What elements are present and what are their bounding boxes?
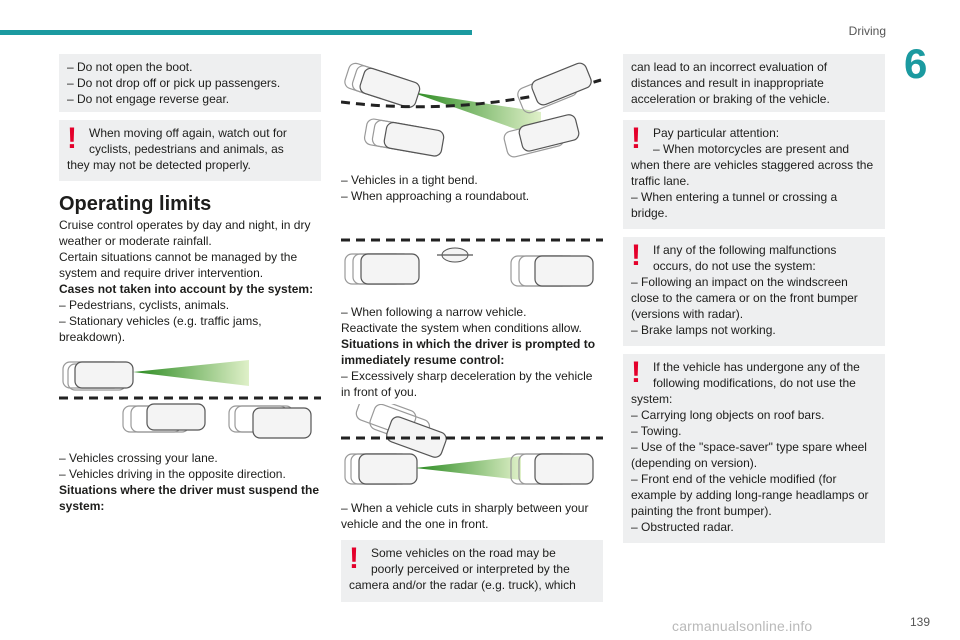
chapter-number: 6 [904,40,928,87]
intro-paragraph: Cruise control operates by day and night… [59,217,321,345]
warning-text: cyclists, pedestrians and animals, as [89,142,284,156]
warning-text: – Use of the "space-saver" type spare wh… [631,440,867,454]
warning-text: system: [631,392,673,406]
illustration-tight-bend [341,62,602,158]
motorcycle-icon [437,247,473,263]
warning-text: When moving off again, watch out for [89,126,287,140]
warning-text: example by adding long-range headlamps o… [631,488,869,502]
warning-icon: ! [349,542,359,575]
warning-icon: ! [631,239,641,272]
subheading: immediately resume control: [341,353,505,367]
subheading: system: [59,499,105,513]
warning-text: Some vehicles on the road may be [371,546,556,560]
warning-text: – Carrying long objects on roof bars. [631,408,825,422]
warning-text: – When motorcycles are present and [653,142,850,156]
column-2-text-c: – When a vehicle cuts in sharply between… [341,500,603,602]
watermark: carmanualsonline.info [672,618,813,634]
list-item: vehicle and the one in front. [341,517,489,531]
column-2-text-a: – Vehicles in a tight bend. – When appro… [341,172,603,204]
list-item: breakdown). [59,330,126,344]
list-item: – Excessively sharp deceleration by the … [341,369,593,383]
warning-box: ! If the vehicle has undergone any of th… [623,354,885,543]
warning-text: – Towing. [631,424,682,438]
header-accent-bar [0,30,472,35]
subheading: Cases not taken into account by the syst… [59,282,314,296]
warning-text: traffic lane. [631,174,690,188]
list-item: – When approaching a roundabout. [341,189,530,203]
column-2-text-b: – When following a narrow vehicle. React… [341,304,603,400]
text-line: acceleration or braking of the vehicle. [631,92,830,106]
warning-text: – When entering a tunnel or crossing a [631,190,838,204]
list-item: – Vehicles in a tight bend. [341,173,478,187]
list-item: – When following a narrow vehicle. [341,305,527,319]
illustration-narrow-vehicle [341,238,603,287]
warning-text: (depending on version). [631,456,758,470]
car-icon [534,255,594,287]
list-item: – When a vehicle cuts in sharply between… [341,501,589,515]
illustration-cut-in-vehicle [341,404,603,485]
car-icon [360,253,420,285]
list-box: – Do not open the boot. – Do not drop of… [59,54,321,112]
section-heading: Operating limits [59,193,212,215]
car-icon [518,114,580,152]
text-line: weather or moderate rainfall. [59,234,212,248]
warning-text: painting the front bumper). [631,504,772,518]
list-item: – Do not open the boot. [67,60,193,74]
warning-text: If any of the following malfunctions [653,243,837,257]
car-icon [74,361,134,389]
warning-text: they may not be detected properly. [67,158,251,172]
text-line: Certain situations cannot be managed by … [59,250,298,264]
list-item: – Pedestrians, cyclists, animals. [59,298,230,312]
column-3: can lead to an incorrect evaluation of d… [623,54,885,543]
warning-text: Pay particular attention: [653,126,780,140]
continued-warning-box: can lead to an incorrect evaluation of d… [623,54,885,112]
list-item: in front of you. [341,385,418,399]
illustration-crossing-vehicles [59,360,321,439]
warning-text: – Following an impact on the windscreen [631,275,848,289]
subheading: Situations in which the driver is prompt… [341,337,596,351]
text-line: system and require driver intervention. [59,266,264,280]
car-icon [383,121,445,157]
warning-text: – Obstructed radar. [631,520,734,534]
warning-text: (versions with radar). [631,307,744,321]
warning-icon: ! [631,122,641,155]
subheading: Situations where the driver must suspend… [59,483,320,497]
text-line: Cruise control operates by day and night… [59,218,311,232]
car-icon [534,453,594,485]
text-line: can lead to an incorrect evaluation of [631,60,828,74]
column-1-lower: – Vehicles crossing your lane. – Vehicle… [59,450,321,514]
text-line: distances and result in inappropriate [631,76,824,90]
section-title: Driving [848,24,886,38]
warning-icon: ! [631,356,641,389]
text-line: Reactivate the system when conditions al… [341,321,582,335]
column-1: – Do not open the boot. – Do not drop of… [59,54,321,345]
car-icon [146,403,206,431]
list-item: – Stationary vehicles (e.g. traffic jams… [59,314,262,328]
warning-text: occurs, do not use the system: [653,259,816,273]
list-item: – Vehicles driving in the opposite direc… [59,467,286,481]
warning-text: – Brake lamps not working. [631,323,776,337]
warning-text: poorly perceived or interpreted by the [371,562,570,576]
car-icon [252,407,312,439]
car-icon [531,62,592,106]
warning-text: when there are vehicles staggered across… [631,158,874,172]
warning-text: If the vehicle has undergone any of the [653,360,860,374]
warning-box: ! When moving off again, watch out for c… [59,120,321,181]
list-item: – Do not drop off or pick up passengers. [67,76,281,90]
warning-text: bridge. [631,206,668,220]
warning-box: ! Pay particular attention: – When motor… [623,120,885,229]
warning-icon: ! [67,122,77,155]
list-item: – Do not engage reverse gear. [67,92,230,106]
warning-text: – Front end of the vehicle modified (for [631,472,837,486]
warning-text: close to the camera or on the front bump… [631,291,858,305]
warning-box: ! If any of the following malfunctions o… [623,237,885,346]
page-number: 139 [909,615,930,629]
car-icon [358,453,418,485]
list-item: – Vehicles crossing your lane. [59,451,218,465]
warning-box: ! Some vehicles on the road may be poorl… [341,540,603,602]
car-icon [359,67,421,108]
warning-text: camera and/or the radar (e.g. truck), wh… [349,578,576,592]
warning-text: following modifications, do not use the [653,376,856,390]
